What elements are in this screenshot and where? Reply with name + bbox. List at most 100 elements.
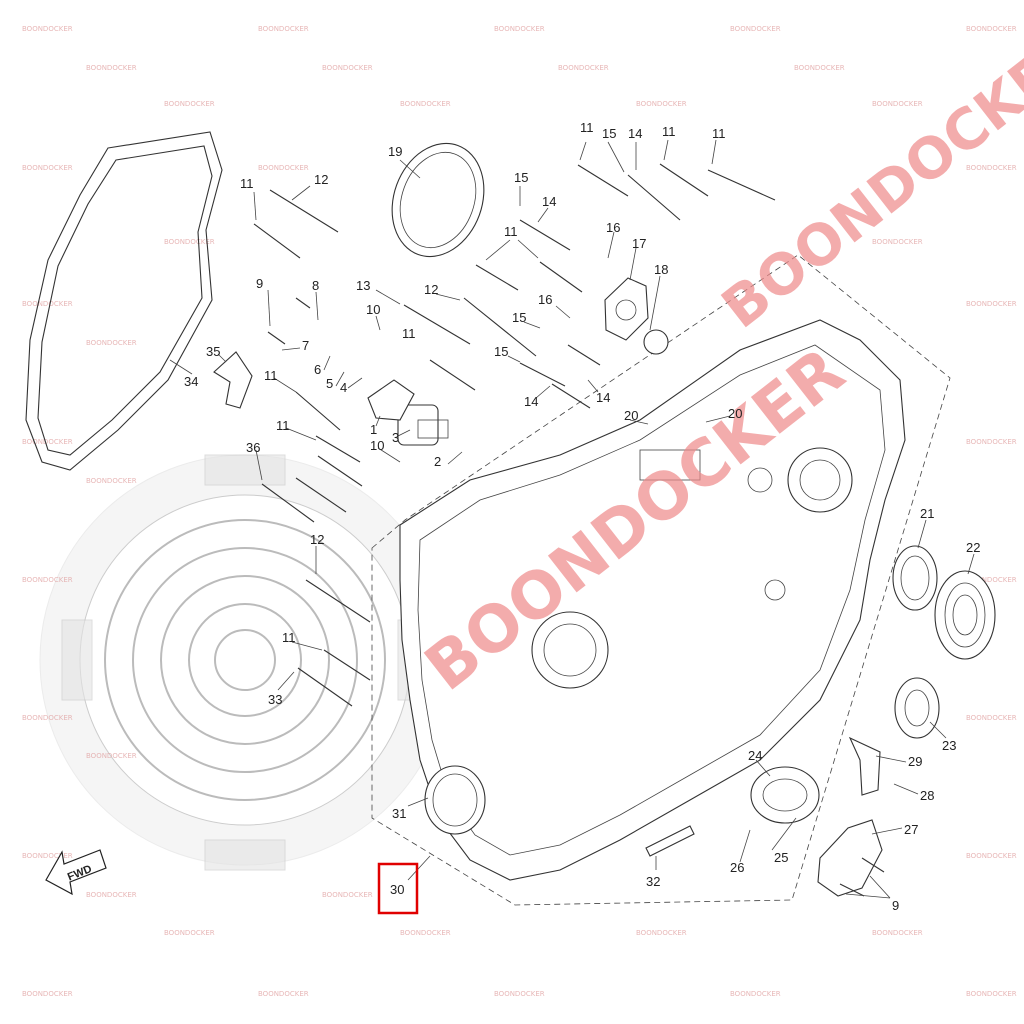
label-14: 14 bbox=[596, 390, 610, 405]
pin-32 bbox=[645, 825, 695, 857]
label-33: 33 bbox=[268, 692, 282, 707]
label-15: 15 bbox=[512, 310, 526, 325]
label-24: 24 bbox=[748, 748, 762, 763]
svg-text:BOONDOCKER: BOONDOCKER bbox=[22, 164, 73, 172]
label-18: 18 bbox=[654, 262, 668, 277]
label-10: 10 bbox=[366, 302, 380, 317]
svg-text:BOONDOCKER: BOONDOCKER bbox=[22, 25, 73, 33]
label-22: 22 bbox=[966, 540, 980, 555]
assembly-outline bbox=[371, 254, 951, 906]
svg-text:BOONDOCKER: BOONDOCKER bbox=[872, 929, 923, 937]
bracket-29 bbox=[848, 736, 881, 796]
svg-text:BOONDOCKER: BOONDOCKER bbox=[730, 990, 781, 998]
label-23: 23 bbox=[942, 738, 956, 753]
svg-text:BOONDOCKER: BOONDOCKER bbox=[636, 929, 687, 937]
svg-text:BOONDOCKER: BOONDOCKER bbox=[730, 25, 781, 33]
label-6: 6 bbox=[314, 362, 321, 377]
label-26: 26 bbox=[730, 860, 744, 875]
bushing-24-25 bbox=[750, 766, 820, 824]
label-12: 12 bbox=[314, 172, 328, 187]
label-16: 16 bbox=[538, 292, 552, 307]
oring-18 bbox=[643, 329, 669, 355]
label-11: 11 bbox=[402, 326, 416, 341]
svg-text:BOONDOCKER: BOONDOCKER bbox=[494, 25, 545, 33]
svg-text:BOONDOCKER: BOONDOCKER bbox=[22, 300, 73, 308]
bearing-22 bbox=[934, 570, 996, 660]
svg-text:BOONDOCKER: BOONDOCKER bbox=[966, 990, 1017, 998]
svg-text:BOONDOCKER: BOONDOCKER bbox=[322, 891, 373, 899]
label-11: 11 bbox=[662, 124, 676, 139]
small-watermarks: BOONDOCKER BOONDOCKER BOONDOCKER BOONDOCKE… bbox=[22, 25, 1017, 998]
label-10: 10 bbox=[370, 438, 384, 453]
label-5: 5 bbox=[326, 376, 333, 391]
svg-text:BOONDOCKER: BOONDOCKER bbox=[258, 164, 309, 172]
svg-text:BOONDOCKER: BOONDOCKER bbox=[22, 576, 73, 584]
svg-text:BOONDOCKER: BOONDOCKER bbox=[86, 752, 137, 760]
label-15: 15 bbox=[602, 126, 616, 141]
svg-text:BOONDOCKER: BOONDOCKER bbox=[22, 990, 73, 998]
svg-text:BOONDOCKER: BOONDOCKER bbox=[22, 438, 73, 446]
label-17: 17 bbox=[632, 236, 646, 251]
label-11: 11 bbox=[504, 224, 518, 239]
svg-text:BOONDOCKER: BOONDOCKER bbox=[966, 164, 1017, 172]
label-2: 2 bbox=[434, 454, 441, 469]
label-15: 15 bbox=[514, 170, 528, 185]
gear-logo-watermark bbox=[39, 454, 451, 871]
label-15: 15 bbox=[494, 344, 508, 359]
svg-text:BOONDOCKER: BOONDOCKER bbox=[22, 714, 73, 722]
svg-text:BOONDOCKER: BOONDOCKER bbox=[400, 100, 451, 108]
leader-lines bbox=[169, 139, 975, 899]
svg-text:BOONDOCKER: BOONDOCKER bbox=[258, 25, 309, 33]
seal-21 bbox=[892, 545, 938, 611]
label-19: 19 bbox=[388, 144, 402, 159]
label-7: 7 bbox=[302, 338, 309, 353]
svg-text:BOONDOCKER: BOONDOCKER bbox=[966, 438, 1017, 446]
svg-text:BOONDOCKER: BOONDOCKER bbox=[86, 477, 137, 485]
gasket-34 bbox=[25, 131, 223, 471]
part-labels: 11 12 19 15 14 11 15 14 11 11 16 17 18 1… bbox=[184, 120, 980, 913]
svg-text:BOONDOCKER: BOONDOCKER bbox=[872, 100, 923, 108]
label-14: 14 bbox=[542, 194, 556, 209]
svg-text:BOONDOCKER: BOONDOCKER bbox=[966, 714, 1017, 722]
bracket-35 bbox=[213, 351, 253, 409]
brand-watermark-top: BOONDOCKER bbox=[710, 16, 1024, 341]
crankcase-housing bbox=[399, 319, 906, 881]
svg-text:BOONDOCKER: BOONDOCKER bbox=[86, 339, 137, 347]
label-13: 13 bbox=[356, 278, 370, 293]
label-16: 16 bbox=[606, 220, 620, 235]
label-20: 20 bbox=[728, 406, 742, 421]
label-11: 11 bbox=[264, 368, 278, 383]
label-1: 1 bbox=[370, 422, 377, 437]
svg-text:BOONDOCKER: BOONDOCKER bbox=[164, 929, 215, 937]
svg-text:BOONDOCKER: BOONDOCKER bbox=[86, 891, 137, 899]
svg-text:BOONDOCKER: BOONDOCKER bbox=[966, 25, 1017, 33]
svg-text:BOONDOCKER: BOONDOCKER bbox=[322, 64, 373, 72]
bearing-23 bbox=[894, 677, 940, 739]
label-21: 21 bbox=[920, 506, 934, 521]
svg-text:BOONDOCKER: BOONDOCKER bbox=[966, 576, 1017, 584]
label-29: 29 bbox=[908, 754, 922, 769]
label-31: 31 bbox=[392, 806, 406, 821]
svg-text:BOONDOCKER: BOONDOCKER bbox=[794, 64, 845, 72]
gasket-19 bbox=[391, 142, 485, 258]
label-9: 9 bbox=[892, 898, 899, 913]
highlight-box-30 bbox=[377, 862, 419, 915]
label-27: 27 bbox=[904, 822, 918, 837]
svg-text:BOONDOCKER: BOONDOCKER bbox=[636, 100, 687, 108]
label-11: 11 bbox=[240, 176, 254, 191]
svg-text:BOONDOCKER: BOONDOCKER bbox=[494, 990, 545, 998]
svg-text:BOONDOCKER: BOONDOCKER bbox=[400, 929, 451, 937]
svg-text:BOONDOCKER: BOONDOCKER bbox=[164, 100, 215, 108]
label-8: 8 bbox=[312, 278, 319, 293]
housing-17 bbox=[604, 277, 649, 341]
svg-text:BOONDOCKER: BOONDOCKER bbox=[558, 64, 609, 72]
label-4: 4 bbox=[340, 380, 347, 395]
svg-text:BOONDOCKER: BOONDOCKER bbox=[22, 852, 73, 860]
label-36: 36 bbox=[246, 440, 260, 455]
label-14: 14 bbox=[524, 394, 538, 409]
cover-1 bbox=[367, 379, 415, 421]
svg-text:BOONDOCKER: BOONDOCKER bbox=[258, 990, 309, 998]
label-20: 20 bbox=[624, 408, 638, 423]
plate-27 bbox=[817, 819, 883, 897]
